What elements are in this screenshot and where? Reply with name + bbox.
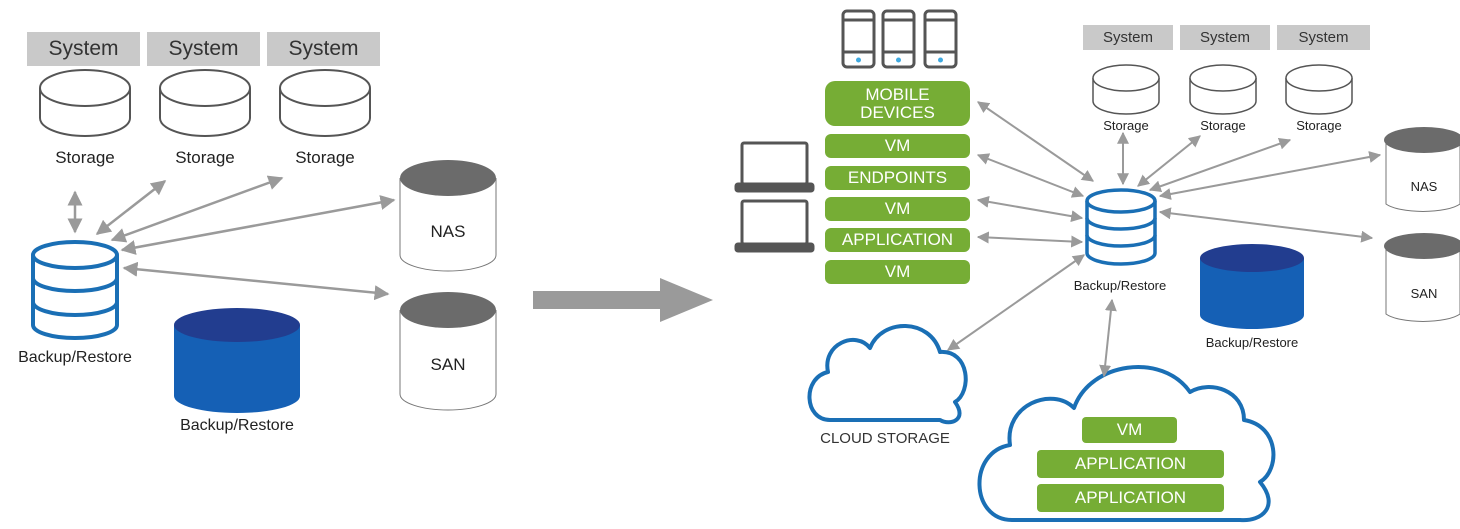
- right-nas-cylinder: [1384, 127, 1460, 212]
- left-storage-label-3: Storage: [295, 148, 355, 167]
- green-item-application: APPLICATION: [825, 228, 970, 252]
- right-backup-blue-cylinder: [1200, 244, 1304, 329]
- left-system-box-3: System: [267, 32, 380, 66]
- app-cloud-icon: [977, 365, 1276, 523]
- cloud-storage-icon: [807, 324, 968, 425]
- green-item-vm-2: VM: [825, 197, 970, 221]
- left-backup-blue-cylinder: [174, 308, 300, 413]
- green-item-mobile-devices: MOBILE DEVICES: [825, 81, 970, 126]
- left-backup-blue-label: Backup/Restore: [180, 417, 294, 434]
- right-san-label: SAN: [1410, 286, 1438, 301]
- left-backup-database-icon: [31, 240, 119, 340]
- cloud-item-vm: VM: [1082, 417, 1177, 443]
- left-storage-disk-1: [39, 69, 131, 137]
- left-san-cylinder: [399, 292, 497, 411]
- green-item-vm-1: VM: [825, 134, 970, 158]
- mobile-device-icon-2: [881, 9, 916, 69]
- left-nas-label: NAS: [430, 222, 466, 241]
- cloud-item-application-2: APPLICATION: [1037, 484, 1224, 512]
- right-storage-disk-3: [1285, 64, 1353, 115]
- right-backup-database-icon: [1085, 188, 1157, 266]
- left-san-label: SAN: [430, 355, 466, 374]
- right-storage-disk-2: [1189, 64, 1257, 115]
- right-storage-disk-1: [1092, 64, 1160, 115]
- right-arrows: [947, 101, 1382, 378]
- left-storage-disk-3: [279, 69, 371, 137]
- green-item-vm-3: VM: [825, 260, 970, 284]
- left-backup-label: Backup/Restore: [18, 349, 132, 366]
- right-san-cylinder: [1384, 233, 1460, 322]
- mobile-device-icon-1: [841, 9, 876, 69]
- cloud-item-application-1: APPLICATION: [1037, 450, 1224, 478]
- mobile-device-dot-1: [856, 57, 861, 63]
- laptop-icon-2: [734, 199, 815, 253]
- left-storage-label-1: Storage: [55, 148, 115, 167]
- right-nas-label: NAS: [1410, 179, 1438, 194]
- right-system-box-1: System: [1083, 25, 1173, 50]
- mobile-device-dot-2: [896, 57, 901, 63]
- cloud-storage-label: CLOUD STORAGE: [820, 430, 950, 447]
- left-nas-cylinder: [399, 160, 497, 272]
- right-backup-label: Backup/Restore: [1073, 278, 1167, 293]
- green-item-endpoints: ENDPOINTS: [825, 166, 970, 190]
- right-backup-blue-label: Backup/Restore: [1205, 335, 1299, 350]
- left-arrows: [67, 175, 396, 301]
- mobile-device-icon-3: [923, 9, 958, 69]
- left-system-box-1: System: [27, 32, 140, 66]
- laptop-icon-1: [734, 141, 815, 193]
- right-storage-label-2: Storage: [1200, 118, 1246, 133]
- right-system-box-3: System: [1277, 25, 1370, 50]
- left-storage-disk-2: [159, 69, 251, 137]
- right-storage-label-3: Storage: [1296, 118, 1342, 133]
- right-system-box-2: System: [1180, 25, 1270, 50]
- left-storage-label-2: Storage: [175, 148, 235, 167]
- transition-arrow: [533, 278, 713, 322]
- left-system-box-2: System: [147, 32, 260, 66]
- mobile-device-dot-3: [938, 57, 943, 63]
- right-storage-label-1: Storage: [1103, 118, 1149, 133]
- green-item-mobile-devices-label: MOBILE DEVICES: [860, 84, 935, 122]
